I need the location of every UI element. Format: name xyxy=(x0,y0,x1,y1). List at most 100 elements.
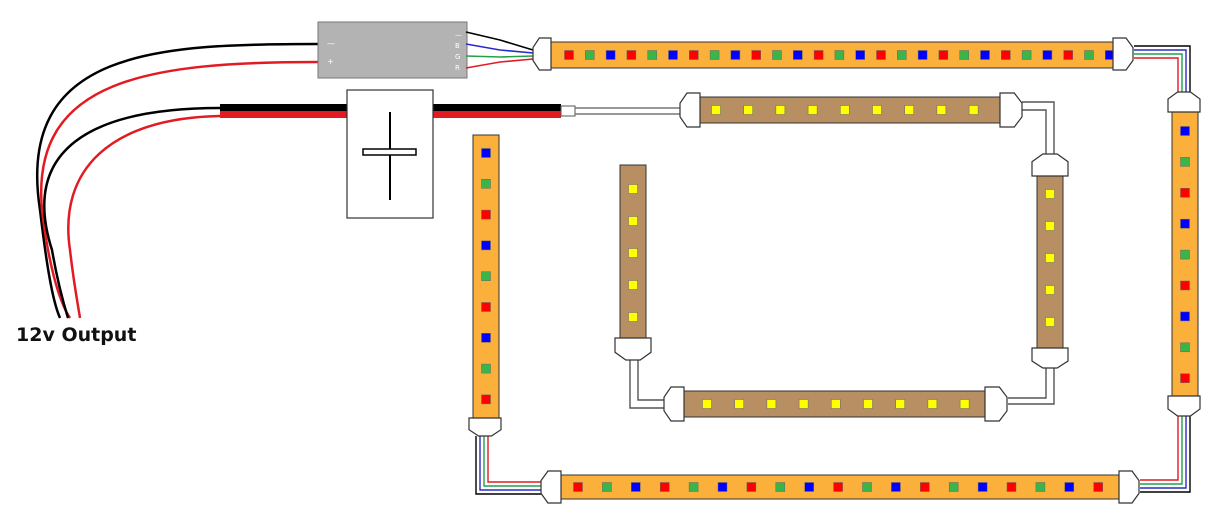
led-white_top-7 xyxy=(936,105,947,115)
led-rgb_bottom-6 xyxy=(746,482,757,492)
led-rgb_left-6 xyxy=(481,333,491,343)
rgb-link-left-bottom xyxy=(475,436,542,495)
controller-pin-common: — xyxy=(455,31,462,39)
led-white_top-2 xyxy=(775,105,786,115)
led-rgb_top-12 xyxy=(813,50,824,60)
led-rgb_top-25 xyxy=(1084,50,1094,60)
led-white_top-0 xyxy=(711,105,721,115)
led-white_inner-3 xyxy=(628,280,638,290)
led-rgb_top-5 xyxy=(668,50,678,60)
strip-rgb_top xyxy=(547,41,1115,69)
led-white_top-1 xyxy=(743,105,753,115)
led-rgb_top-3 xyxy=(626,50,637,60)
controller-output-wires xyxy=(465,31,534,69)
connector-rgb-top-left xyxy=(532,37,552,71)
led-rgb_top-1 xyxy=(585,50,595,60)
connector-rgb-left-bottom xyxy=(468,417,502,437)
led-rgb_right-6 xyxy=(1180,311,1190,322)
output-wires xyxy=(36,42,321,319)
led-rgb_left-4 xyxy=(481,271,491,281)
led-white_right-0 xyxy=(1045,189,1055,199)
led-rgb_top-23 xyxy=(1042,50,1053,60)
connector-white-top-left xyxy=(679,92,701,128)
output-wire-black-2 xyxy=(43,106,221,319)
led-rgb_right-1 xyxy=(1180,157,1190,167)
led-white_top-3 xyxy=(807,105,818,115)
connector-white-inner-bottom xyxy=(614,337,652,361)
output-wire-red-1 xyxy=(39,60,321,319)
connector-white-right-bottom xyxy=(1031,347,1069,369)
led-white_bottom-2 xyxy=(766,399,777,409)
led-rgb_bottom-17 xyxy=(1064,482,1075,492)
connector-white-right-top xyxy=(1031,153,1069,177)
led-white_top-8 xyxy=(968,105,979,115)
led-rgb_bottom-13 xyxy=(948,482,959,492)
led-rgb_bottom-3 xyxy=(659,482,670,492)
led-rgb_top-18 xyxy=(938,50,949,60)
led-white_inner-1 xyxy=(628,216,638,226)
led-rgb_bottom-5 xyxy=(717,482,728,492)
led-rgb_left-8 xyxy=(481,394,491,405)
led-rgb_bottom-8 xyxy=(804,482,814,492)
led-rgb_left-3 xyxy=(481,240,491,251)
led-rgb_right-4 xyxy=(1180,249,1190,260)
led-rgb_top-4 xyxy=(647,50,657,60)
led-white_bottom-0 xyxy=(702,399,712,409)
rgb-link-right-bottom xyxy=(1140,416,1191,493)
led-rgb_bottom-12 xyxy=(920,482,930,492)
output-wire-red-2 xyxy=(67,114,221,319)
led-rgb_left-1 xyxy=(481,179,491,189)
led-rgb_bottom-10 xyxy=(862,482,872,492)
rgb-link-top-right xyxy=(1134,45,1191,92)
led-rgb_bottom-7 xyxy=(775,482,786,492)
led-rgb_top-17 xyxy=(917,50,928,60)
led-white_bottom-7 xyxy=(927,399,938,409)
dc-cable xyxy=(220,104,680,118)
connector-white-bottom-right xyxy=(984,386,1008,422)
connector-rgb-bottom-left xyxy=(540,470,562,504)
led-white_top-4 xyxy=(840,105,850,115)
led-rgb_bottom-15 xyxy=(1006,482,1017,492)
led-rgb_bottom-11 xyxy=(891,482,901,492)
output-label: 12v Output xyxy=(16,324,137,346)
led-rgb_bottom-14 xyxy=(977,482,988,492)
controller-pin-neg: — xyxy=(327,39,335,48)
led-white_inner-2 xyxy=(628,248,638,258)
led-white_right-3 xyxy=(1045,285,1055,295)
led-rgb_left-7 xyxy=(481,363,491,374)
rgb-controller: — + — B G R xyxy=(317,21,468,79)
led-white_bottom-3 xyxy=(798,399,809,409)
led-rgb_top-11 xyxy=(793,50,803,60)
led-white_bottom-4 xyxy=(831,399,841,409)
led-rgb_top-13 xyxy=(834,50,845,60)
controller-pin-r: R xyxy=(455,64,460,72)
white-link-right-bottom xyxy=(1008,368,1055,405)
led-white_bottom-8 xyxy=(959,399,970,409)
led-rgb_left-0 xyxy=(481,148,491,158)
led-white_top-6 xyxy=(904,105,914,115)
led-white_inner-4 xyxy=(628,312,638,322)
led-rgb_top-19 xyxy=(959,50,969,60)
led-white_top-5 xyxy=(872,105,882,115)
led-white_bottom-5 xyxy=(863,399,873,409)
led-rgb_top-24 xyxy=(1063,50,1073,60)
led-rgb_bottom-1 xyxy=(602,482,612,492)
switch-slider[interactable] xyxy=(362,148,417,156)
led-rgb_right-7 xyxy=(1180,342,1190,353)
led-rgb_top-0 xyxy=(564,50,574,60)
connector-white-bottom-left xyxy=(663,386,685,422)
connector-rgb-top-right xyxy=(1112,37,1134,71)
switch-box[interactable] xyxy=(346,89,434,219)
led-rgb_bottom-4 xyxy=(688,482,699,492)
controller-pin-b: B xyxy=(455,42,460,50)
led-rgb_top-16 xyxy=(897,50,907,60)
led-rgb_bottom-16 xyxy=(1035,482,1046,492)
connector-rgb-bottom-right xyxy=(1118,470,1140,504)
led-rgb_bottom-18 xyxy=(1093,482,1103,492)
led-rgb_top-10 xyxy=(772,50,782,60)
controller-pin-g: G xyxy=(455,53,460,61)
led-white_right-1 xyxy=(1045,221,1055,231)
connector-white-top-right xyxy=(999,92,1023,128)
led-rgb_bottom-2 xyxy=(631,482,641,492)
